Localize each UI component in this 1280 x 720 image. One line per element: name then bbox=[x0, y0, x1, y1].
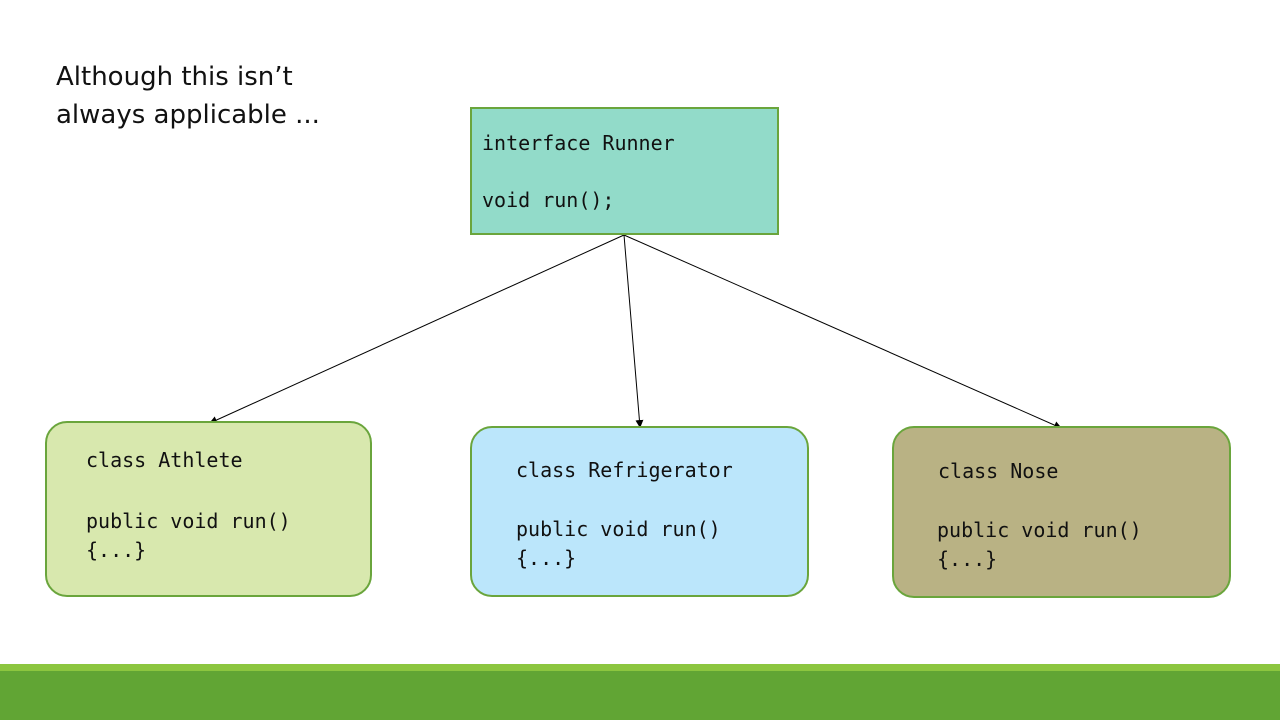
class-nose-name: class Nose bbox=[938, 459, 1059, 483]
arrow-to-athlete bbox=[209, 234, 625, 424]
footer-bar bbox=[0, 671, 1280, 720]
class-refrigerator-name: class Refrigerator bbox=[516, 458, 733, 482]
class-refrigerator-body: {...} bbox=[516, 546, 577, 570]
class-athlete-box: class Athlete public void run() {...} bbox=[45, 421, 372, 597]
slide-title: Although this isn’t always applicable ..… bbox=[56, 58, 320, 134]
class-nose-body: {...} bbox=[937, 547, 998, 571]
interface-method: void run(); bbox=[482, 188, 615, 212]
arrow-to-refrigerator bbox=[623, 234, 644, 428]
class-athlete-name: class Athlete bbox=[86, 448, 243, 472]
footer-accent-line bbox=[0, 664, 1280, 671]
class-refrigerator-box: class Refrigerator public void run() {..… bbox=[470, 426, 809, 597]
arrow-to-nose bbox=[623, 234, 1062, 429]
class-nose-method: public void run() bbox=[937, 518, 1142, 542]
class-nose-box: class Nose public void run() {...} bbox=[892, 426, 1231, 598]
interface-name: interface Runner bbox=[482, 131, 675, 155]
title-line-2: always applicable ... bbox=[56, 100, 320, 130]
class-refrigerator-method: public void run() bbox=[516, 517, 721, 541]
class-athlete-method: public void run() bbox=[86, 509, 291, 533]
title-line-1: Although this isn’t bbox=[56, 62, 293, 92]
class-athlete-body: {...} bbox=[86, 538, 147, 562]
interface-runner-box: interface Runner void run(); bbox=[470, 107, 779, 235]
